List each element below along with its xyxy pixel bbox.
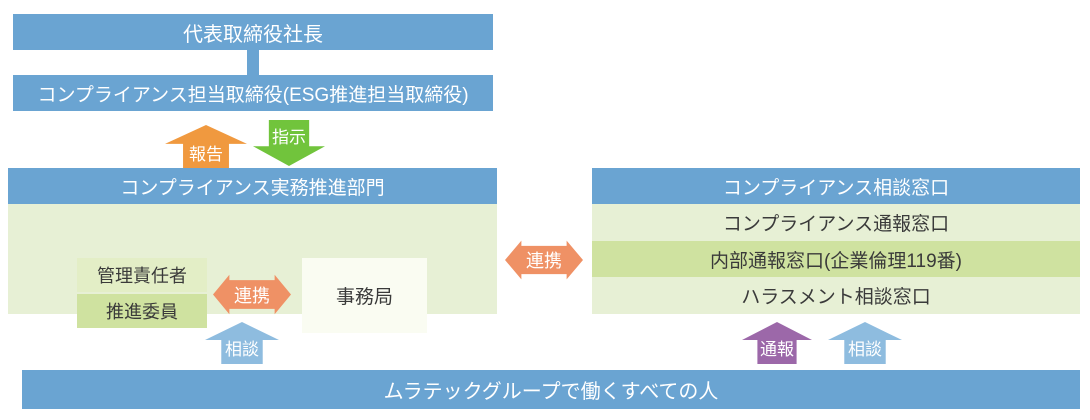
consultation-up-arrow-left-icon: 相談 [205,322,279,364]
secretariat-label: 事務局 [335,287,393,308]
report-up-arrow-icon: 報告 [165,125,247,169]
promotion-panel-header: コンプライアンス実務推進部門 [8,168,497,204]
contact-row-compliance-hotline: コンプライアンス通報窓口 [592,204,1080,241]
secretariat-box: 事務局 [302,258,427,333]
contact-row-internal-hotline: 内部通報窓口(企業倫理119番) [592,241,1080,277]
promotion-panel-title: コンプライアンス実務推進部門 [120,177,385,199]
compliance-director-box: コンプライアンス担当取締役(ESG推進担当取締役) [13,75,493,111]
all-employees-bar: ムラテックグループで働くすべての人 [22,370,1080,409]
promotion-panel: コンプライアンス実務推進部門 管理責任者 推進委員 連携 事務局 [8,168,497,333]
committee-box: 推進委員 [77,294,207,328]
manager-committee-block: 管理責任者 推進委員 [77,258,207,328]
whistleblowing-label: 通報 [760,340,794,359]
president-box: 代表取締役社長 [13,14,493,50]
committee-label: 推進委員 [106,302,178,322]
president-label: 代表取締役社長 [183,23,323,46]
whistleblowing-up-arrow-icon: 通報 [742,322,812,364]
report-arrow-label: 報告 [189,145,223,164]
promotion-panel-body: 管理責任者 推進委員 連携 事務局 [8,204,497,333]
collaboration-arrow-outer-icon: 連携 [505,240,583,280]
collaboration-outer-label: 連携 [526,251,562,271]
all-employees-label: ムラテックグループで働くすべての人 [383,381,719,403]
contact-row-label: コンプライアンス通報窓口 [722,214,950,235]
collaboration-arrow-inner-icon: 連携 [213,274,291,315]
manager-label: 管理責任者 [97,266,187,286]
contact-panel-header: コンプライアンス相談窓口 [592,168,1080,204]
consultation-up-arrow-right-icon: 相談 [828,322,902,364]
contact-panel: コンプライアンス相談窓口 コンプライアンス通報窓口 内部通報窓口(企業倫理119… [592,168,1080,314]
consultation-right-label: 相談 [848,340,882,359]
instruction-down-arrow-icon: 指示 [253,120,325,166]
consultation-left-label: 相談 [225,340,259,359]
hierarchy-connector-line [247,50,259,75]
contact-row-label: ハラスメント相談窓口 [741,287,931,308]
compliance-director-label: コンプライアンス担当取締役(ESG推進担当取締役) [37,84,469,106]
contact-panel-title: コンプライアンス相談窓口 [722,177,950,199]
contact-row-harassment: ハラスメント相談窓口 [592,277,1080,314]
instruction-arrow-label: 指示 [272,128,306,147]
contact-row-label: 内部通報窓口(企業倫理119番) [710,250,962,272]
collaboration-inner-label: 連携 [234,285,270,306]
manager-box: 管理責任者 [77,258,207,292]
